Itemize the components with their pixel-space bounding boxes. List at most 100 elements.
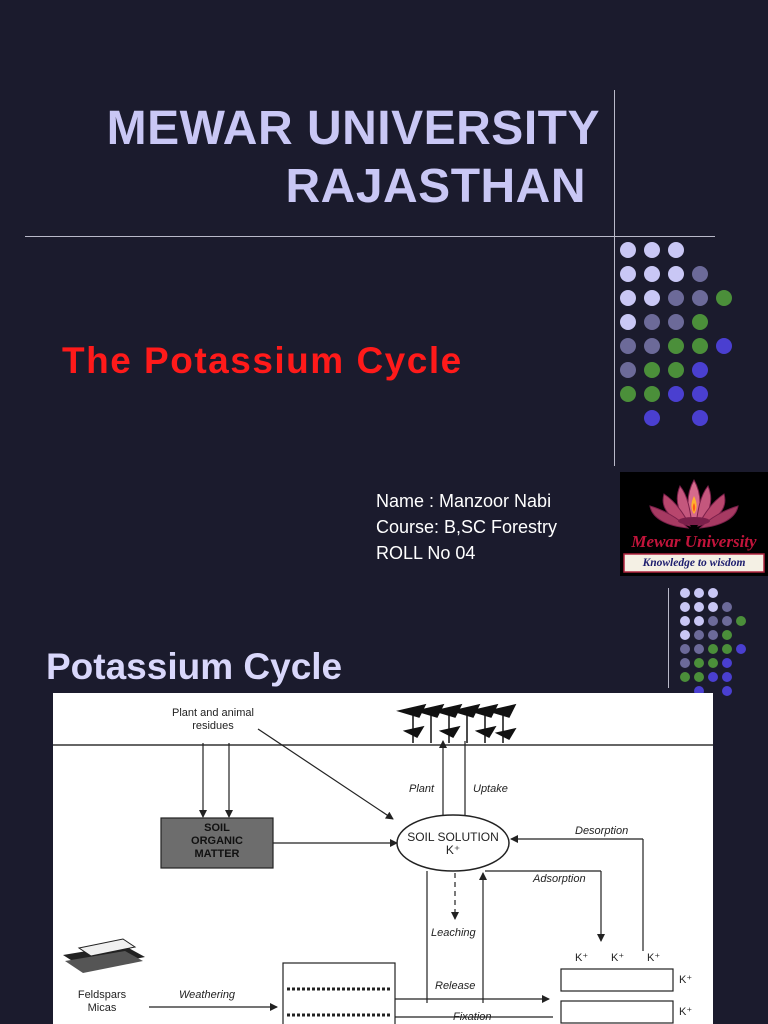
exchange-k-label: K⁺	[679, 1006, 693, 1018]
diagram-lines	[53, 703, 713, 1024]
decorative-dot	[692, 386, 708, 402]
decorative-dot-grid	[680, 588, 760, 698]
decorative-dot	[708, 644, 718, 654]
exchange-k-label: K⁺	[679, 974, 693, 986]
presenter-name: Name : Manzoor Nabi	[376, 491, 552, 511]
leaching-label: Leaching	[431, 927, 476, 939]
presenter-info: Name : Manzoor Nabi Course: B,SC Forestr…	[376, 488, 557, 566]
decorative-dot	[668, 386, 684, 402]
adsorption-label: Adsorption	[533, 873, 586, 885]
decorative-dot	[708, 672, 718, 682]
vertical-divider	[614, 90, 615, 466]
decorative-dot	[644, 242, 660, 258]
decorative-dot	[668, 362, 684, 378]
decorative-dot	[668, 314, 684, 330]
plant-label: Plant	[409, 783, 435, 795]
decorative-dot	[644, 386, 660, 402]
residues-label-line1: Plant and animal	[172, 707, 254, 719]
decorative-dot	[722, 658, 732, 668]
decorative-dot	[736, 644, 746, 654]
presenter-roll: ROLL No 04	[376, 543, 476, 563]
decorative-dot	[644, 314, 660, 330]
minerals-label-line2: Micas	[87, 1002, 117, 1014]
decorative-dot	[692, 314, 708, 330]
exchange-k-label: K⁺	[647, 952, 661, 964]
decorative-dot	[620, 338, 636, 354]
university-title: MEWAR UNIVERSITY RAJASTHAN	[107, 100, 600, 216]
decorative-dot	[722, 616, 732, 626]
decorative-dot	[668, 290, 684, 306]
decorative-dot	[644, 410, 660, 426]
university-title-line1: MEWAR UNIVERSITY	[106, 102, 600, 155]
uptake-label: Uptake	[473, 783, 508, 795]
decorative-dot	[694, 630, 704, 640]
decorative-dot-grid	[620, 242, 760, 442]
decorative-dot	[692, 338, 708, 354]
decorative-dot	[708, 630, 718, 640]
soil-solution-line1: SOIL SOLUTION	[407, 830, 499, 844]
som-label-line3: MATTER	[194, 848, 240, 860]
content-slide: Potassium Cycle	[0, 588, 768, 1024]
vertical-divider	[668, 588, 669, 688]
decorative-dot	[620, 242, 636, 258]
release-label: Release	[435, 980, 476, 992]
som-label-line2: ORGANIC	[191, 835, 243, 847]
decorative-dot	[668, 242, 684, 258]
exchange-k-label: K⁺	[611, 952, 625, 964]
decorative-dot	[644, 290, 660, 306]
decorative-dot	[692, 290, 708, 306]
logo-brand-text: Mewar University	[631, 532, 757, 551]
decorative-dot	[722, 630, 732, 640]
soil-solution-line2: K⁺	[445, 843, 461, 857]
desorption-label: Desorption	[575, 825, 629, 837]
horizontal-divider	[25, 236, 715, 237]
logo-tagline-text: Knowledge to wisdom	[642, 557, 746, 569]
residues-label: Plant and animal residues	[161, 707, 265, 733]
decorative-dot	[722, 686, 732, 696]
decorative-dot	[692, 410, 708, 426]
decorative-dot	[694, 658, 704, 668]
decorative-dot	[668, 266, 684, 282]
soil-solution-label: SOIL SOLUTION K⁺	[397, 831, 509, 857]
decorative-dot	[680, 630, 690, 640]
residues-label-line2: residues	[192, 720, 234, 732]
decorative-dot	[694, 588, 704, 598]
decorative-dot	[680, 616, 690, 626]
presenter-course: Course: B,SC Forestry	[376, 517, 558, 537]
decorative-dot	[708, 602, 718, 612]
decorative-dot	[620, 362, 636, 378]
potassium-cycle-diagram: Plant and animal residues SOIL ORGANIC M…	[53, 693, 713, 1024]
decorative-dot	[620, 386, 636, 402]
decorative-dot	[680, 602, 690, 612]
decorative-dot	[668, 338, 684, 354]
university-title-line2: RAJASTHAN	[285, 160, 586, 213]
decorative-dot	[620, 290, 636, 306]
decorative-dot	[644, 266, 660, 282]
decorative-dot	[722, 644, 732, 654]
weathering-label: Weathering	[179, 989, 236, 1001]
exchange-k-label: K⁺	[575, 952, 589, 964]
decorative-dot	[680, 672, 690, 682]
decorative-dot	[694, 616, 704, 626]
decorative-dot	[736, 616, 746, 626]
decorative-dot	[694, 644, 704, 654]
soil-organic-matter-label: SOIL ORGANIC MATTER	[161, 822, 273, 861]
decorative-dot	[708, 658, 718, 668]
presentation-subtitle: The Potassium Cycle	[62, 340, 463, 381]
lotus-logo-icon	[620, 472, 768, 576]
minerals-label-line1: Feldspars	[77, 989, 127, 1001]
decorative-dot	[694, 602, 704, 612]
decorative-dot	[680, 658, 690, 668]
decorative-dot	[722, 672, 732, 682]
decorative-dot	[692, 362, 708, 378]
decorative-dot	[694, 672, 704, 682]
decorative-dot	[694, 686, 704, 696]
decorative-dot	[644, 338, 660, 354]
decorative-dot	[680, 588, 690, 598]
decorative-dot	[620, 266, 636, 282]
decorative-dot	[680, 644, 690, 654]
university-logo: Mewar University Knowledge to wisdom	[620, 472, 768, 576]
title-slide: MEWAR UNIVERSITY RAJASTHAN The Potassium…	[25, 90, 768, 576]
som-label-line1: SOIL	[204, 822, 230, 834]
decorative-dot	[722, 602, 732, 612]
